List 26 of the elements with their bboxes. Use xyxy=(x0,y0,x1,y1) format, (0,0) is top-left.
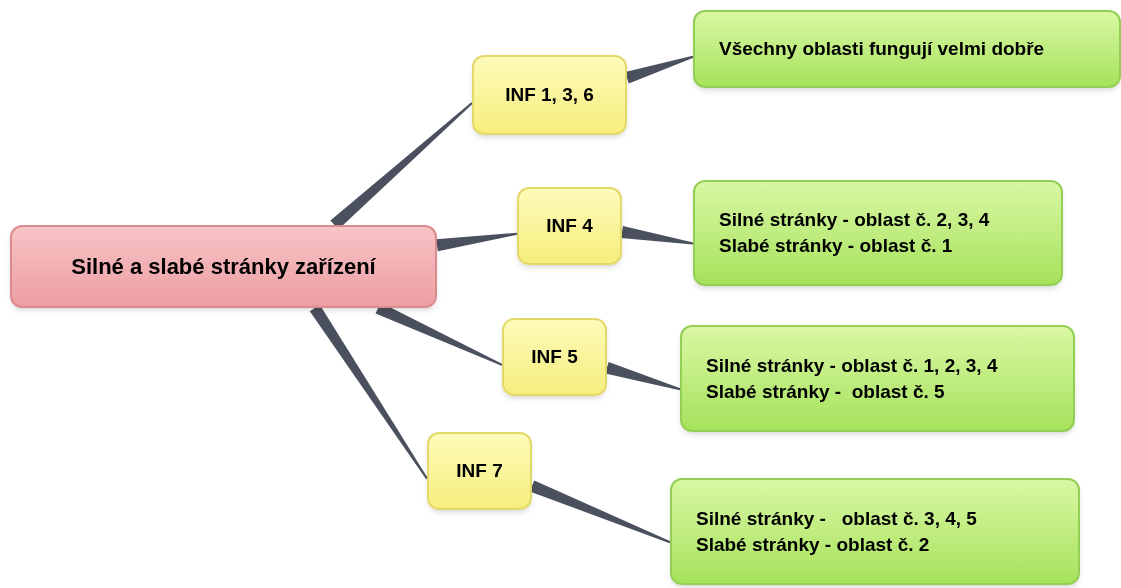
node-text: Slabé stránky - oblast č. 1 xyxy=(719,234,953,258)
node-text: Všechny oblasti fungují velmi dobře xyxy=(719,37,1045,62)
branch-box xyxy=(472,55,627,135)
note-box xyxy=(680,325,1075,432)
branch-connector xyxy=(625,55,694,84)
note-box xyxy=(670,478,1080,585)
node-text: INF 7 xyxy=(456,459,503,484)
node-text: INF 4 xyxy=(546,214,593,239)
branch-connector xyxy=(605,362,681,391)
node-text: Slabé stránky - oblast č. 2 xyxy=(696,532,930,557)
branch-box xyxy=(427,432,532,510)
note-box xyxy=(693,10,1121,88)
node-text: INF 1, 3, 6 xyxy=(505,83,594,108)
branch-connector xyxy=(621,226,694,245)
branch-connector xyxy=(529,480,671,544)
note-box xyxy=(693,180,1063,286)
node-text: Silné stránky - oblast č. 3, 4, 5 xyxy=(696,506,977,531)
branch-connector xyxy=(436,232,518,252)
topic-box xyxy=(10,225,437,308)
branch-box xyxy=(502,318,607,396)
branch-box xyxy=(517,187,622,265)
node-text: Silné stránky - oblast č. 2, 3, 4 xyxy=(719,208,990,233)
node-text: Silné a slabé stránky zařízení xyxy=(71,252,376,281)
node-text: Silné stránky - oblast č. 1, 2, 3, 4 xyxy=(706,353,998,378)
node-text: INF 5 xyxy=(531,345,578,370)
node-text: Slabé stránky - oblast č. 5 xyxy=(706,379,945,404)
